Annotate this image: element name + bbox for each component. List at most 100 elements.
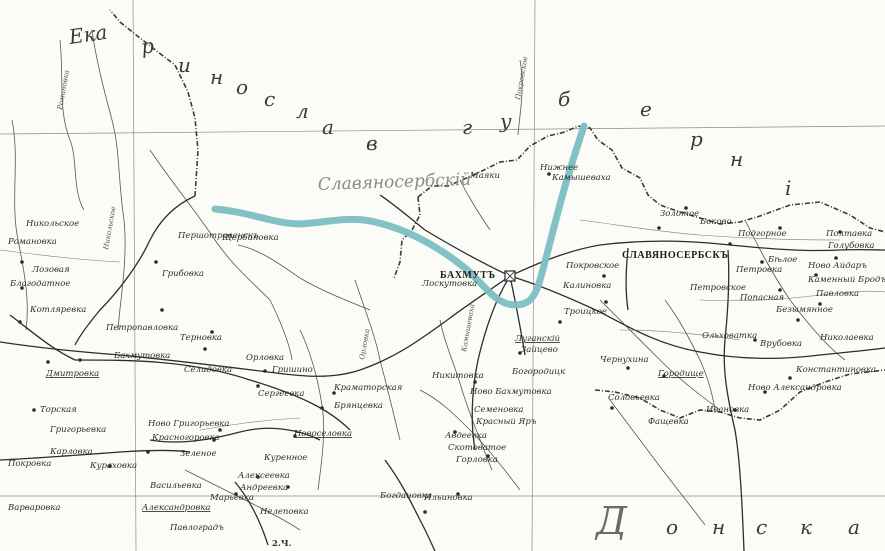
svg-text:Никитовка: Никитовка xyxy=(431,371,484,381)
grid-number: 2.Ч. xyxy=(272,539,292,549)
svg-text:Покровское: Покровское xyxy=(514,56,530,101)
svg-text:Петровское: Петровское xyxy=(689,283,746,293)
svg-text:Горловка: Горловка xyxy=(455,455,498,465)
svg-text:Луганскiй: Луганскiй xyxy=(514,334,560,344)
svg-text:Лозовая: Лозовая xyxy=(31,265,70,275)
svg-text:Григорьевка: Григорьевка xyxy=(49,425,106,435)
svg-text:Ольховатка: Ольховатка xyxy=(702,331,757,341)
svg-text:Першотравенскъ: Першотравенскъ xyxy=(177,231,259,241)
svg-text:Лоскутовка: Лоскутовка xyxy=(421,279,477,289)
svg-text:о: о xyxy=(666,515,678,539)
svg-text:Нелеповка: Нелеповка xyxy=(259,507,309,517)
svg-text:Зайцево: Зайцево xyxy=(521,345,558,355)
svg-text:Ново Григорьевка: Ново Григорьевка xyxy=(147,419,229,429)
highlighted-route xyxy=(211,122,588,309)
secondary-roads xyxy=(0,219,885,431)
svg-text:Семеновка: Семеновка xyxy=(474,405,523,415)
district-label: Славяносербскiй xyxy=(317,170,471,195)
svg-text:Камышеваха: Камышеваха xyxy=(460,303,476,353)
svg-text:Константиновка: Константиновка xyxy=(795,365,876,375)
river-labels: Покровское Романовка Никольское Орловка … xyxy=(56,56,530,360)
svg-text:Орловка: Орловка xyxy=(246,353,284,363)
svg-text:Дмитровка: Дмитровка xyxy=(45,369,99,379)
svg-text:Фащевка: Фащевка xyxy=(648,417,689,427)
svg-text:р: р xyxy=(139,33,155,59)
svg-text:Алексеевка: Алексеевка xyxy=(237,471,290,481)
svg-text:Романовка: Романовка xyxy=(56,69,71,111)
svg-text:Бахмутовка: Бахмутовка xyxy=(113,351,170,361)
svg-text:л: л xyxy=(296,99,309,123)
svg-text:Зеленое: Зеленое xyxy=(180,449,217,459)
svg-text:Марьевка: Марьевка xyxy=(209,493,254,503)
svg-text:Богдановка: Богдановка xyxy=(379,491,432,501)
svg-text:Кураховка: Кураховка xyxy=(89,461,137,471)
svg-text:г: г xyxy=(462,115,472,139)
svg-text:Попасная: Попасная xyxy=(739,293,784,303)
svg-text:Д: Д xyxy=(594,499,628,543)
svg-text:у: у xyxy=(499,109,512,133)
svg-text:Покровское: Покровское xyxy=(565,261,619,271)
svg-text:Петропавловка: Петропавловка xyxy=(105,323,178,333)
svg-text:Соловьевка: Соловьевка xyxy=(608,393,660,403)
svg-text:Гришино: Гришино xyxy=(271,365,313,375)
svg-text:Калиновка: Калиновка xyxy=(562,281,611,291)
svg-text:Краматорская: Краматорская xyxy=(333,383,403,393)
svg-text:о: о xyxy=(236,75,248,99)
svg-text:Благодатное: Благодатное xyxy=(9,279,70,289)
svg-text:Красногоровка: Красногоровка xyxy=(151,433,220,443)
svg-text:Полтавка: Полтавка xyxy=(825,229,872,239)
svg-text:Маяки: Маяки xyxy=(469,171,500,181)
svg-text:Камышеваха: Камышеваха xyxy=(551,173,611,183)
svg-text:Ново Айдаръ: Ново Айдаръ xyxy=(807,261,867,271)
svg-text:с: с xyxy=(756,515,767,539)
svg-text:Павловка: Павловка xyxy=(815,289,859,299)
svg-text:Орловка: Орловка xyxy=(358,328,371,360)
svg-text:Селидовка: Селидовка xyxy=(184,365,232,375)
svg-text:к: к xyxy=(800,515,812,539)
svg-text:н: н xyxy=(712,515,725,539)
svg-text:Голубовка: Голубовка xyxy=(827,240,874,251)
svg-text:Покровка: Покровка xyxy=(7,459,51,469)
svg-text:Ильиновка: Ильиновка xyxy=(423,493,473,503)
bakhmut-marker-icon xyxy=(504,270,516,282)
svg-text:б: б xyxy=(558,87,571,111)
svg-text:Грибовка: Грибовка xyxy=(161,268,204,279)
svg-text:Нижнее: Нижнее xyxy=(539,163,578,173)
svg-text:Подгорное: Подгорное xyxy=(737,229,787,239)
svg-text:Торская: Торская xyxy=(40,405,77,415)
svg-text:Бѣлое: Бѣлое xyxy=(767,255,797,265)
svg-text:а: а xyxy=(322,115,334,139)
svg-text:Ивановка: Ивановка xyxy=(705,405,749,415)
svg-text:Васильевка: Васильевка xyxy=(149,481,202,491)
svg-text:Богородицк: Богородицк xyxy=(511,367,566,377)
svg-text:Куренное: Куренное xyxy=(263,453,307,463)
svg-text:е: е xyxy=(640,97,652,121)
svg-text:Каменный Бродъ: Каменный Бродъ xyxy=(807,275,885,285)
svg-text:Щербиновка: Щербиновка xyxy=(222,232,279,243)
svg-text:Авдеевка: Авдеевка xyxy=(444,431,487,441)
svg-text:Петровка: Петровка xyxy=(735,265,782,275)
svg-text:и: и xyxy=(178,53,191,77)
svg-text:Городище: Городище xyxy=(657,369,704,379)
svg-text:Александровка: Александровка xyxy=(141,503,210,513)
settlement-dots xyxy=(18,172,842,514)
svg-text:Красный Яръ: Красный Яръ xyxy=(475,417,537,427)
svg-text:с: с xyxy=(264,87,275,111)
svg-text:Боково: Боково xyxy=(699,217,732,227)
svg-text:Николаевка: Николаевка xyxy=(819,333,874,343)
svg-text:н: н xyxy=(730,147,743,171)
svg-text:н: н xyxy=(210,65,223,89)
svg-text:Павлоградъ: Павлоградъ xyxy=(169,523,224,533)
svg-text:Никольское: Никольское xyxy=(102,206,118,251)
svg-text:Троицкое: Троицкое xyxy=(564,307,607,317)
town-bakhmut: БАХМУТЪ xyxy=(440,270,496,281)
svg-text:Чернухина: Чернухина xyxy=(600,355,649,365)
svg-text:Андреевка: Андреевка xyxy=(239,483,288,493)
svg-text:Котляревка: Котляревка xyxy=(29,305,86,315)
svg-text:Карловка: Карловка xyxy=(49,447,93,457)
svg-text:а: а xyxy=(848,515,860,539)
svg-text:р: р xyxy=(690,127,703,151)
svg-text:Никольское: Никольское xyxy=(25,219,79,229)
